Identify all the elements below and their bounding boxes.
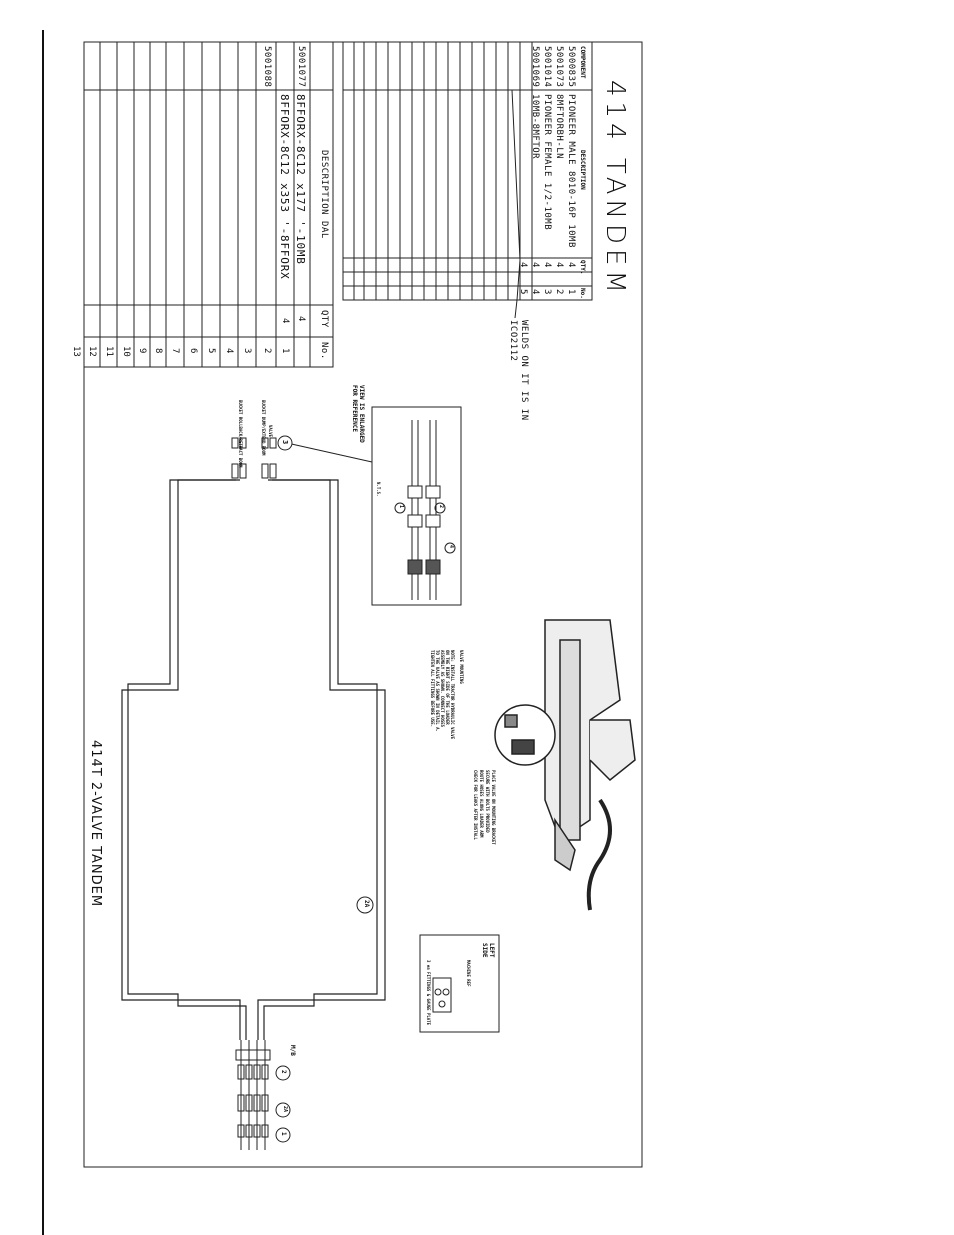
outer-border (83, 41, 643, 1168)
top-row-5-no: 5 (518, 289, 528, 295)
valve-note-line-2: ON THE RIGHT SIDE OF THE LOADER (445, 650, 450, 725)
weld-note-line-1: WELDS ON IT IS IN (519, 320, 529, 421)
top-header-qty: QTY. (579, 260, 586, 275)
bottom-no-11: 11 (104, 346, 114, 357)
weld-note-line-2: ICO2112 (508, 320, 518, 362)
bottom-row-1-no: 1 (280, 348, 290, 354)
top-row-4-description: 10MB-8MFTOR (530, 94, 540, 160)
callout-circle-3 (277, 435, 293, 451)
valve-port-fittings (231, 437, 277, 479)
top-row-3-description: PIONEER FEMALE 1/2-10MB (542, 94, 552, 231)
detail-valve-label: VALVE (268, 425, 273, 438)
bottom-row-1-qty: 4 (296, 316, 306, 322)
callout-circle-2a-bottom (275, 1102, 291, 1118)
callout-circle-2-bottom (275, 1065, 291, 1081)
valve-right-note-4: CHECK FOR LEAKS AFTER INSTALL (473, 770, 478, 840)
top-row-1-component: 5000835 (566, 46, 576, 88)
bottom-header-description: DESCRIPTION DAL (319, 150, 329, 239)
coupler-stack (235, 1040, 271, 1150)
callout-2a-bottom: 2A (282, 1106, 288, 1113)
bottom-row-1-component: 5001077 (296, 46, 306, 88)
bottom-row-2-description: 8FFORX-8C12 x353 '-8FFORX (278, 94, 291, 280)
top-row-2-component: 5001073 (554, 46, 564, 88)
valve-right-note-3: ROUTE HOSES ALONG LOADER ARM (479, 770, 484, 838)
valve-note-line-1: NOTE: INSTALL TRACTOR HYDRAULIC VALVE (450, 650, 455, 740)
top-row-5-qty: 4 (518, 262, 528, 268)
top-row-4-qty: 4 (530, 262, 540, 268)
detail-scale: N.T.S. (376, 482, 381, 497)
bottom-table-border (83, 41, 334, 368)
bottom-no-10: 10 (121, 346, 131, 357)
callout-detail-1: 1 (398, 505, 404, 509)
left-side-inset (419, 934, 500, 1033)
detail-view (286, 406, 462, 606)
bottom-no-3: 3 (242, 348, 252, 354)
top-row-2-qty: 4 (554, 262, 564, 268)
top-row-3-component: 5001014 (542, 46, 552, 88)
top-row-1-description: PIONEER MALE 8010-16P 10MB (566, 94, 576, 248)
bottom-row-1-description: 8FFORX-8C12 x177 '-10MB (294, 94, 307, 265)
bottom-row-2-component: 5001088 (262, 46, 272, 88)
callout-circle-1-bottom (275, 1127, 291, 1143)
bottom-no-13: 13 (71, 346, 81, 357)
top-row-4-no: 4 (530, 289, 540, 295)
top-header-component: COMPONENT (579, 46, 586, 79)
callout-detail-4: 4 (448, 545, 454, 549)
bottom-no-12: 12 (87, 346, 97, 357)
detail-view-note-2: FOR REFERENCE (351, 385, 358, 432)
bottom-row-2-qty: 4 (280, 318, 290, 324)
bottom-no-9: 9 (137, 348, 147, 354)
top-header-no: No. (579, 288, 586, 299)
top-row-4-component: 5001069 (530, 46, 540, 88)
bottom-header-no: No. (319, 342, 329, 360)
top-row-3-no: 3 (542, 289, 552, 295)
detail-view-note-1: VIEW IS ENLARGED (358, 385, 365, 443)
manifold-label: M/B (289, 1045, 296, 1056)
top-row-2-no: 2 (554, 289, 564, 295)
bottom-row-2-no: 2 (262, 348, 272, 354)
valve-note-line-3: ASSEMBLY AS SHOWN. CONNECT HOSES (440, 650, 445, 728)
inset-line-2: 3 ea FITTINGS & GAUGE PLATE (426, 960, 431, 1026)
bottom-no-8: 8 (153, 348, 163, 354)
binding-margin-line (42, 30, 44, 1235)
top-row-2-description: 8MFTORBH-LN (554, 94, 564, 160)
callout-3: 3 (281, 440, 289, 445)
inset-side-2: SIDE (481, 943, 488, 958)
valve-mounting-caption: VALVE MOUNTING (459, 650, 464, 684)
bottom-no-7: 7 (170, 348, 180, 354)
top-row-3-qty: 4 (542, 262, 552, 268)
callout-detail-2: 2 (438, 505, 444, 509)
callout-1-bottom: 1 (280, 1132, 287, 1136)
bottom-header-qty: QTY (319, 310, 329, 328)
top-row-1-qty: 4 (566, 262, 576, 268)
drawing-title: 414 TANDEM (600, 80, 630, 298)
callout-circle-2a-main (356, 896, 374, 914)
inset-line-1: MACHINE REF (466, 960, 471, 987)
valve-note-line-5: TIGHTEN ALL FITTINGS BEFORE USE. (430, 650, 435, 728)
port-label-1: BUCKET ROLLBACK/RETRACT BOOM (238, 400, 243, 468)
valve-right-note-2: SECURE WITH BOLTS PROVIDED (485, 770, 490, 833)
valve-right-note-1: PLACE VALVE ON MOUNTING BRACKET (491, 770, 496, 845)
hose-routing (121, 479, 386, 1040)
bottom-no-4: 4 (224, 348, 234, 354)
inset-side-1: LEFT (488, 943, 495, 958)
drawing-subtitle: 414T 2-VALVE TANDEM (88, 740, 103, 908)
bottom-no-5: 5 (206, 348, 216, 354)
callout-2a-main: 2A (363, 900, 370, 908)
bottom-no-6: 6 (188, 348, 198, 354)
detail-view-border (371, 406, 462, 606)
inset-border (419, 934, 500, 1033)
callout-2-bottom: 2 (280, 1070, 287, 1074)
top-row-1-no: 1 (566, 289, 576, 295)
port-label-2: BUCKET DUMP/EXTEND BOOM (261, 400, 266, 456)
top-header-description: DESCRIPTION (579, 150, 586, 190)
loader-illustration (494, 619, 636, 911)
valve-note-line-4: TO THE VALVE AS SHOWN IN DETAIL A. (435, 650, 440, 732)
